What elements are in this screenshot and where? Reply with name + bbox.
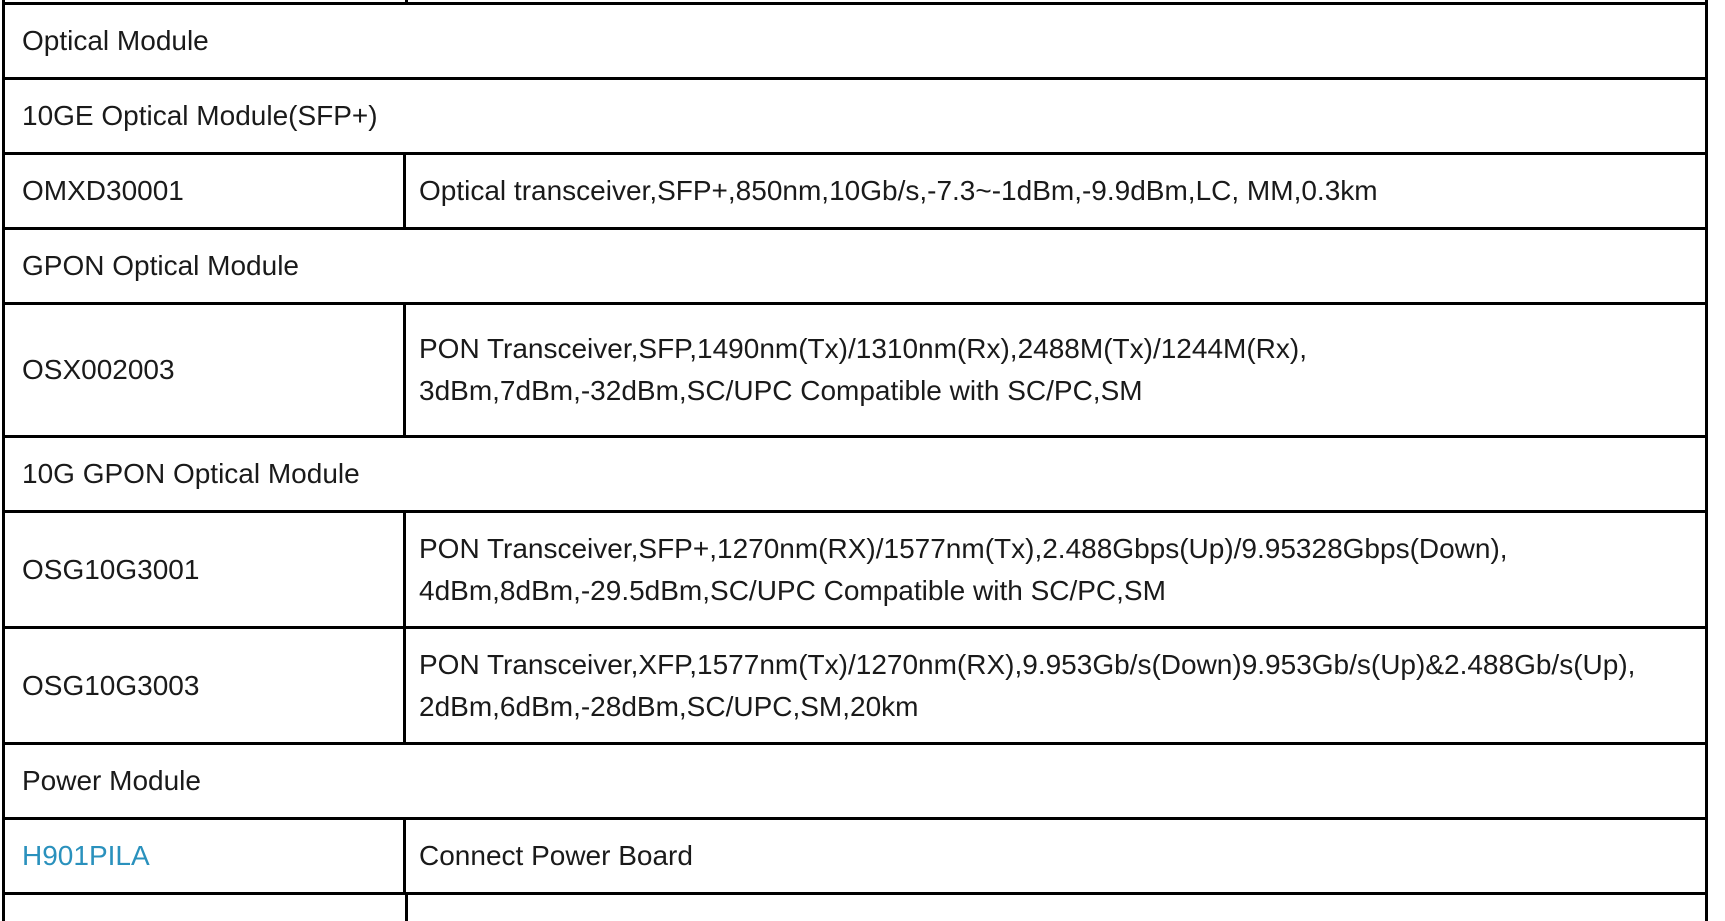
description-line: Optical transceiver,SFP+,850nm,10Gb/s,-7… (419, 175, 1378, 206)
model-cell: OSG10G3001 (5, 513, 406, 626)
description-line: PON Transceiver,XFP,1577nm(Tx)/1270nm(RX… (419, 648, 1636, 680)
cutoff-top-column-divider (405, 0, 408, 2)
section-label: Optical Module (22, 25, 209, 56)
cutoff-top-right-border (1705, 0, 1708, 2)
description-line: PON Transceiver,SFP,1490nm(Tx)/1310nm(Rx… (419, 333, 1307, 364)
product-row-h901pila: H901PILA Connect Power Board (2, 820, 1708, 895)
section-row-10ge-optical-module: 10GE Optical Module(SFP+) (2, 80, 1708, 155)
cutoff-bottom-column-divider (405, 895, 408, 921)
description-line: 2dBm,6dBm,-28dBm,SC/UPC,SM,20km (419, 690, 919, 722)
description-line: Connect Power Board (419, 840, 693, 871)
cutoff-top-left-border (2, 0, 5, 2)
model-cell: OSG10G3003 (5, 629, 406, 742)
section-label: Power Module (22, 765, 201, 796)
section-row-gpon-optical-module: GPON Optical Module (2, 230, 1708, 305)
section-label: GPON Optical Module (22, 250, 299, 281)
description-line: 4dBm,8dBm,-29.5dBm,SC/UPC Compatible wit… (419, 574, 1166, 606)
model-cell: OSX002003 (5, 305, 406, 435)
description-line: PON Transceiver,SFP+,1270nm(RX)/1577nm(T… (419, 532, 1508, 564)
description-cell: PON Transceiver,SFP,1490nm(Tx)/1310nm(Rx… (406, 305, 1705, 435)
product-row-osx002003: OSX002003 PON Transceiver,SFP,1490nm(Tx)… (2, 305, 1708, 438)
spec-table: Optical Module 10GE Optical Module(SFP+)… (2, 2, 1708, 895)
product-row-osg10g3001: OSG10G3001 PON Transceiver,SFP+,1270nm(R… (2, 513, 1708, 629)
model-cell: OMXD30001 (5, 155, 406, 227)
section-label: 10GE Optical Module(SFP+) (22, 100, 378, 131)
model-cell: H901PILA (5, 820, 406, 892)
section-row-optical-module: Optical Module (2, 5, 1708, 80)
section-row-10g-gpon-optical-module: 10G GPON Optical Module (2, 438, 1708, 513)
cutoff-bottom-right-border (1705, 895, 1708, 921)
section-row-power-module: Power Module (2, 745, 1708, 820)
product-row-omxd30001: OMXD30001 Optical transceiver,SFP+,850nm… (2, 155, 1708, 230)
section-label: 10G GPON Optical Module (22, 458, 360, 489)
description-cell: PON Transceiver,SFP+,1270nm(RX)/1577nm(T… (406, 513, 1705, 626)
cutoff-bottom-left-border (2, 895, 5, 921)
product-row-osg10g3003: OSG10G3003 PON Transceiver,XFP,1577nm(Tx… (2, 629, 1708, 745)
description-cell: Connect Power Board (406, 820, 1705, 892)
description-line: 3dBm,7dBm,-32dBm,SC/UPC Compatible with … (419, 375, 1143, 406)
description-cell: Optical transceiver,SFP+,850nm,10Gb/s,-7… (406, 155, 1705, 227)
model-link-h901pila[interactable]: H901PILA (22, 840, 150, 871)
description-cell: PON Transceiver,XFP,1577nm(Tx)/1270nm(RX… (406, 629, 1705, 742)
